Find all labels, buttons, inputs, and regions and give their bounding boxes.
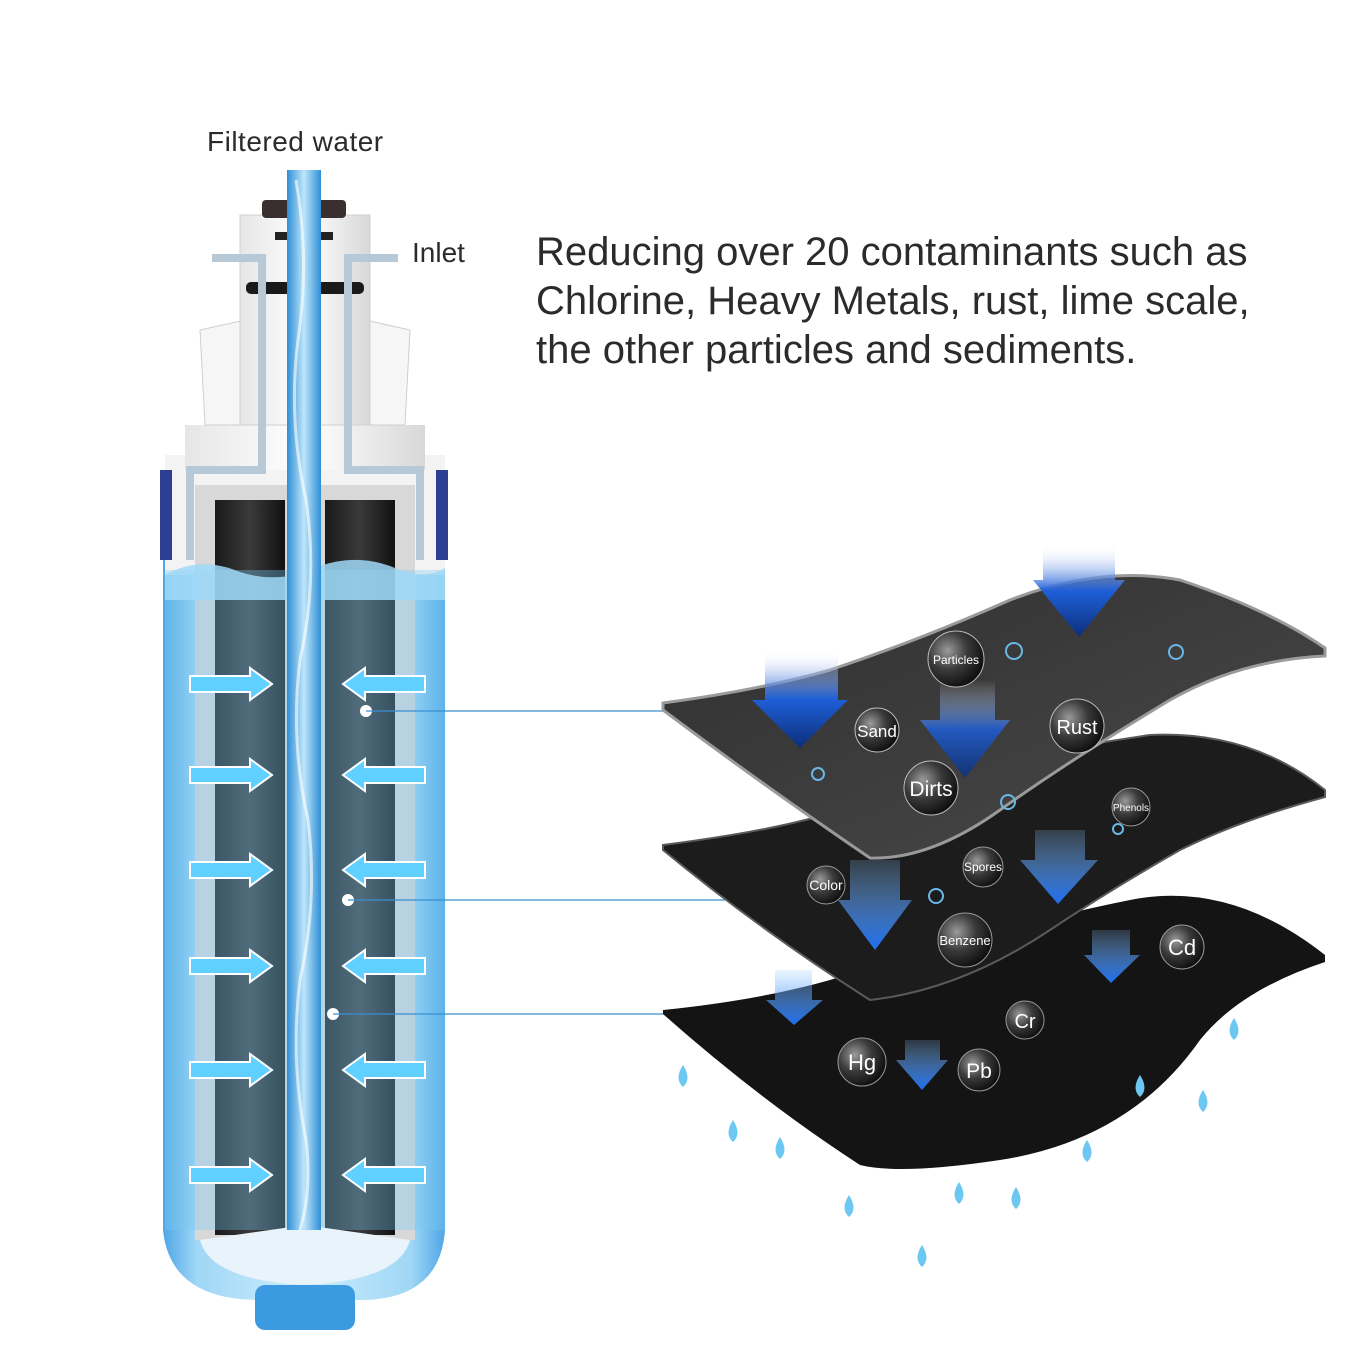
headline-line-2: Chlorine, Heavy Metals, rust, lime scale… (536, 279, 1250, 323)
layer-bottom (663, 895, 1325, 1169)
bubble-sand: Sand (857, 722, 897, 741)
callout-lines (333, 710, 725, 1015)
filter-cartridge (160, 170, 448, 1330)
water-droplets (678, 1018, 1239, 1267)
headline-line-1: Reducing over 20 contaminants such as (536, 230, 1248, 274)
flow-arrows-right (341, 666, 426, 1193)
bubble-spores: Spores (964, 860, 1002, 874)
bubble-dirts: Dirts (909, 778, 952, 801)
bubble-rust: Rust (1056, 717, 1098, 739)
bubble-hg: Hg (848, 1050, 876, 1075)
bubble-pb: Pb (966, 1060, 992, 1083)
bubble-cd: Cd (1168, 935, 1196, 960)
contaminant-bubbles: Particles Sand Rust Dirts Phenols Spores… (806, 630, 1205, 1092)
bubble-cr: Cr (1014, 1011, 1035, 1033)
bubble-color: Color (809, 877, 843, 893)
headline-line-3: the other particles and sediments. (536, 328, 1137, 372)
layer-arrows (752, 545, 1140, 1090)
headline: Reducing over 20 contaminants such as Ch… (536, 228, 1336, 375)
bubble-phenols: Phenols (1113, 803, 1149, 814)
filtered-water-label: Filtered water (207, 126, 384, 157)
bubble-particles: Particles (933, 653, 979, 667)
germ-icons (811, 642, 1184, 904)
flow-arrows-left (189, 666, 274, 1193)
bubble-benzene: Benzene (939, 933, 990, 948)
inlet-label: Inlet (412, 237, 465, 268)
